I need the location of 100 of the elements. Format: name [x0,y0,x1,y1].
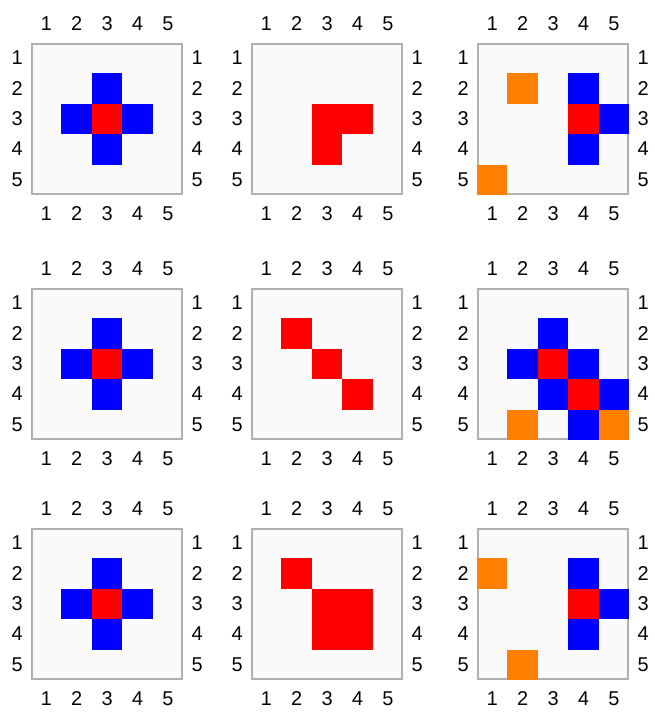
tick-label: 3 [411,593,423,615]
tick-label: 4 [191,623,203,646]
tick-label: 3 [547,203,559,225]
tick-label: 4 [578,498,589,520]
tick-label: 3 [231,593,243,615]
tick-label: 4 [457,623,469,646]
tick-label: 5 [637,168,649,191]
tick-label: 4 [578,688,589,710]
tick-label: 1 [411,292,423,314]
tick-label: 3 [11,108,23,130]
tick-label: 1 [486,498,498,520]
tick-label: 4 [411,138,423,160]
tick-label: 5 [411,168,423,191]
tick-label: 2 [71,203,82,225]
tick-label: 5 [457,654,469,676]
tick-label: 5 [608,203,620,225]
tick-label: 5 [608,448,620,470]
tick-label: 3 [547,258,559,280]
tick-label: 5 [411,654,423,676]
tick-label: 2 [191,78,203,100]
tick-label: 3 [191,108,203,130]
tick-label: 5 [191,654,203,676]
tick-label: 5 [162,203,174,225]
tick-label: 4 [132,13,143,35]
tick-label: 4 [457,383,469,406]
tick-label: 3 [637,108,649,130]
tick-label: 5 [608,258,620,280]
tick-label: 1 [260,13,272,35]
tick-label: 1 [637,47,649,70]
tick-label: 3 [191,593,203,615]
tick-label: 1 [260,498,272,520]
tick-label: 3 [457,593,469,615]
tick-label: 1 [260,448,272,470]
tick-label: 2 [291,448,302,470]
tick-label: 1 [11,292,23,314]
tick-label: 3 [411,353,423,375]
tick-label: 3 [101,498,113,520]
tick-label: 1 [637,532,649,554]
tick-label: 4 [191,383,203,406]
tick-label: 2 [637,78,649,100]
tick-label: 4 [132,498,143,520]
tick-label: 5 [11,168,23,191]
tick-label: 1 [40,258,52,280]
tick-label: 3 [547,448,559,470]
tick-label: 5 [11,414,23,436]
tick-label: 3 [547,688,559,710]
tick-label: 1 [40,688,52,710]
tick-label: 5 [382,688,394,710]
tick-label: 2 [517,13,528,35]
tick-label: 3 [321,258,333,280]
tick-label: 3 [321,498,333,520]
tick-label: 5 [191,414,203,436]
tick-label: 4 [11,383,23,406]
tick-label: 2 [11,78,23,100]
tick-label: 3 [411,108,423,130]
tick-label: 5 [457,168,469,191]
tick-label: 4 [11,138,23,160]
tick-label: 1 [457,532,469,554]
tick-label: 2 [71,13,82,35]
tick-label: 1 [486,13,498,35]
tick-label: 5 [637,414,649,436]
tick-label: 5 [162,448,174,470]
tick-label: 5 [411,414,423,436]
tick-label: 3 [11,593,23,615]
tick-label: 3 [11,353,23,375]
tick-label: 4 [637,383,649,406]
tick-label: 4 [231,138,243,160]
tick-label: 1 [231,532,243,554]
tick-label: 5 [162,258,174,280]
tick-label: 4 [352,13,363,35]
tick-label: 2 [517,498,528,520]
tick-label: 1 [231,47,243,70]
tick-label: 3 [547,498,559,520]
tick-label: 3 [101,258,113,280]
tick-label: 1 [457,47,469,70]
tick-label: 3 [101,13,113,35]
tick-label: 2 [291,258,302,280]
tick-label: 5 [382,448,394,470]
tick-label: 1 [11,47,23,70]
tick-label: 5 [162,498,174,520]
tick-label: 5 [191,168,203,191]
tick-label: 2 [517,688,528,710]
tick-label: 1 [191,292,203,314]
tick-label: 2 [411,322,423,345]
tick-label: 5 [162,688,174,710]
tick-label: 1 [231,292,243,314]
tick-label: 3 [321,13,333,35]
tick-label: 2 [457,78,469,100]
tick-label: 3 [321,203,333,225]
tick-label: 2 [291,13,302,35]
tick-label: 1 [260,688,272,710]
tick-label: 2 [191,562,203,585]
tick-label: 2 [71,448,82,470]
tick-label: 2 [457,562,469,585]
tick-label: 2 [291,203,302,225]
tick-label: 2 [291,688,302,710]
tick-label: 4 [132,203,143,225]
tick-label: 1 [40,498,52,520]
tick-label: 2 [71,498,82,520]
tick-label: 4 [411,623,423,646]
